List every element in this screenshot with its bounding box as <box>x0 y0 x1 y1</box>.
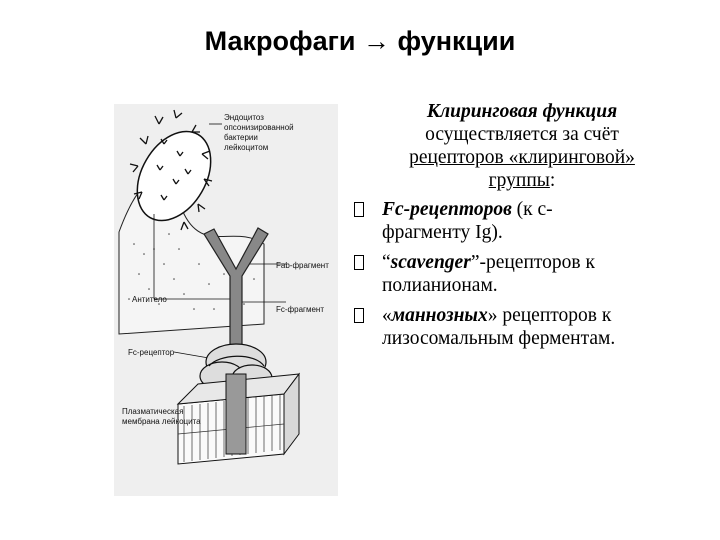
label-fc-receptor: Fc-рецептор <box>128 348 175 357</box>
receptor-desc-2: лизосомальным ферментам. <box>382 328 616 349</box>
bullet-box-icon <box>354 308 364 323</box>
heading-line-3: рецепторов «клиринговой» <box>409 147 635 168</box>
receptor-desc-1: ”-рецепторов к <box>470 252 595 273</box>
label-antibody: Антитело <box>132 295 167 304</box>
function-description: Клиринговая функция осуществляется за сч… <box>352 100 692 192</box>
receptor-desc-1: (к с- <box>511 199 553 220</box>
function-name: Клиринговая функция <box>426 101 618 122</box>
receptor-name: scavenger <box>390 252 471 273</box>
list-item: “scavenger”-рецепторов к полианионам. <box>352 251 692 297</box>
bullet-box-icon <box>354 202 364 217</box>
heading-line-4: группы <box>488 170 550 191</box>
label-endocytosis-4: лейкоцитом <box>224 143 268 152</box>
receptor-desc-1: » рецепторов к <box>487 305 612 326</box>
quote-open: “ <box>382 252 391 273</box>
receptor-name: маннозных <box>391 305 488 326</box>
receptor-desc-2: полианионам. <box>382 275 498 296</box>
label-endocytosis-3: бактерии <box>224 133 258 142</box>
label-endocytosis: Эндоцитоз <box>224 113 264 122</box>
quote-open: « <box>382 305 392 326</box>
antibody-receptor-illustration: Эндоцитоз опсонизированной бактерии лейк… <box>114 104 338 496</box>
list-item: Fc-рецепторов (к с- фрагменту Ig). <box>352 198 692 244</box>
label-endocytosis-2: опсонизированной <box>224 123 294 132</box>
stipple-dots <box>128 233 255 310</box>
heading-line-2: осуществляется за счёт <box>425 124 619 145</box>
receptor-list: Fc-рецепторов (к с- фрагменту Ig). “scav… <box>352 198 692 350</box>
receptor-name: Fc-рецепторов <box>382 199 512 220</box>
slide-title: Макрофаги → функции <box>204 26 516 56</box>
label-fc-fragment: Fc-фрагмент <box>276 305 324 314</box>
label-membrane-2: мембрана лейкоцита <box>122 417 201 426</box>
list-item: «маннозных» рецепторов к лизосомальным ф… <box>352 304 692 350</box>
label-fab-fragment: Fab-фрагмент <box>276 261 329 270</box>
label-membrane: Плазматическая <box>122 407 183 416</box>
bullet-box-icon <box>354 255 364 270</box>
heading-line-4-tail: : <box>549 170 556 191</box>
receptor-desc-2: фрагменту Ig). <box>382 222 503 243</box>
content-text: Клиринговая функция осуществляется за сч… <box>352 100 692 357</box>
